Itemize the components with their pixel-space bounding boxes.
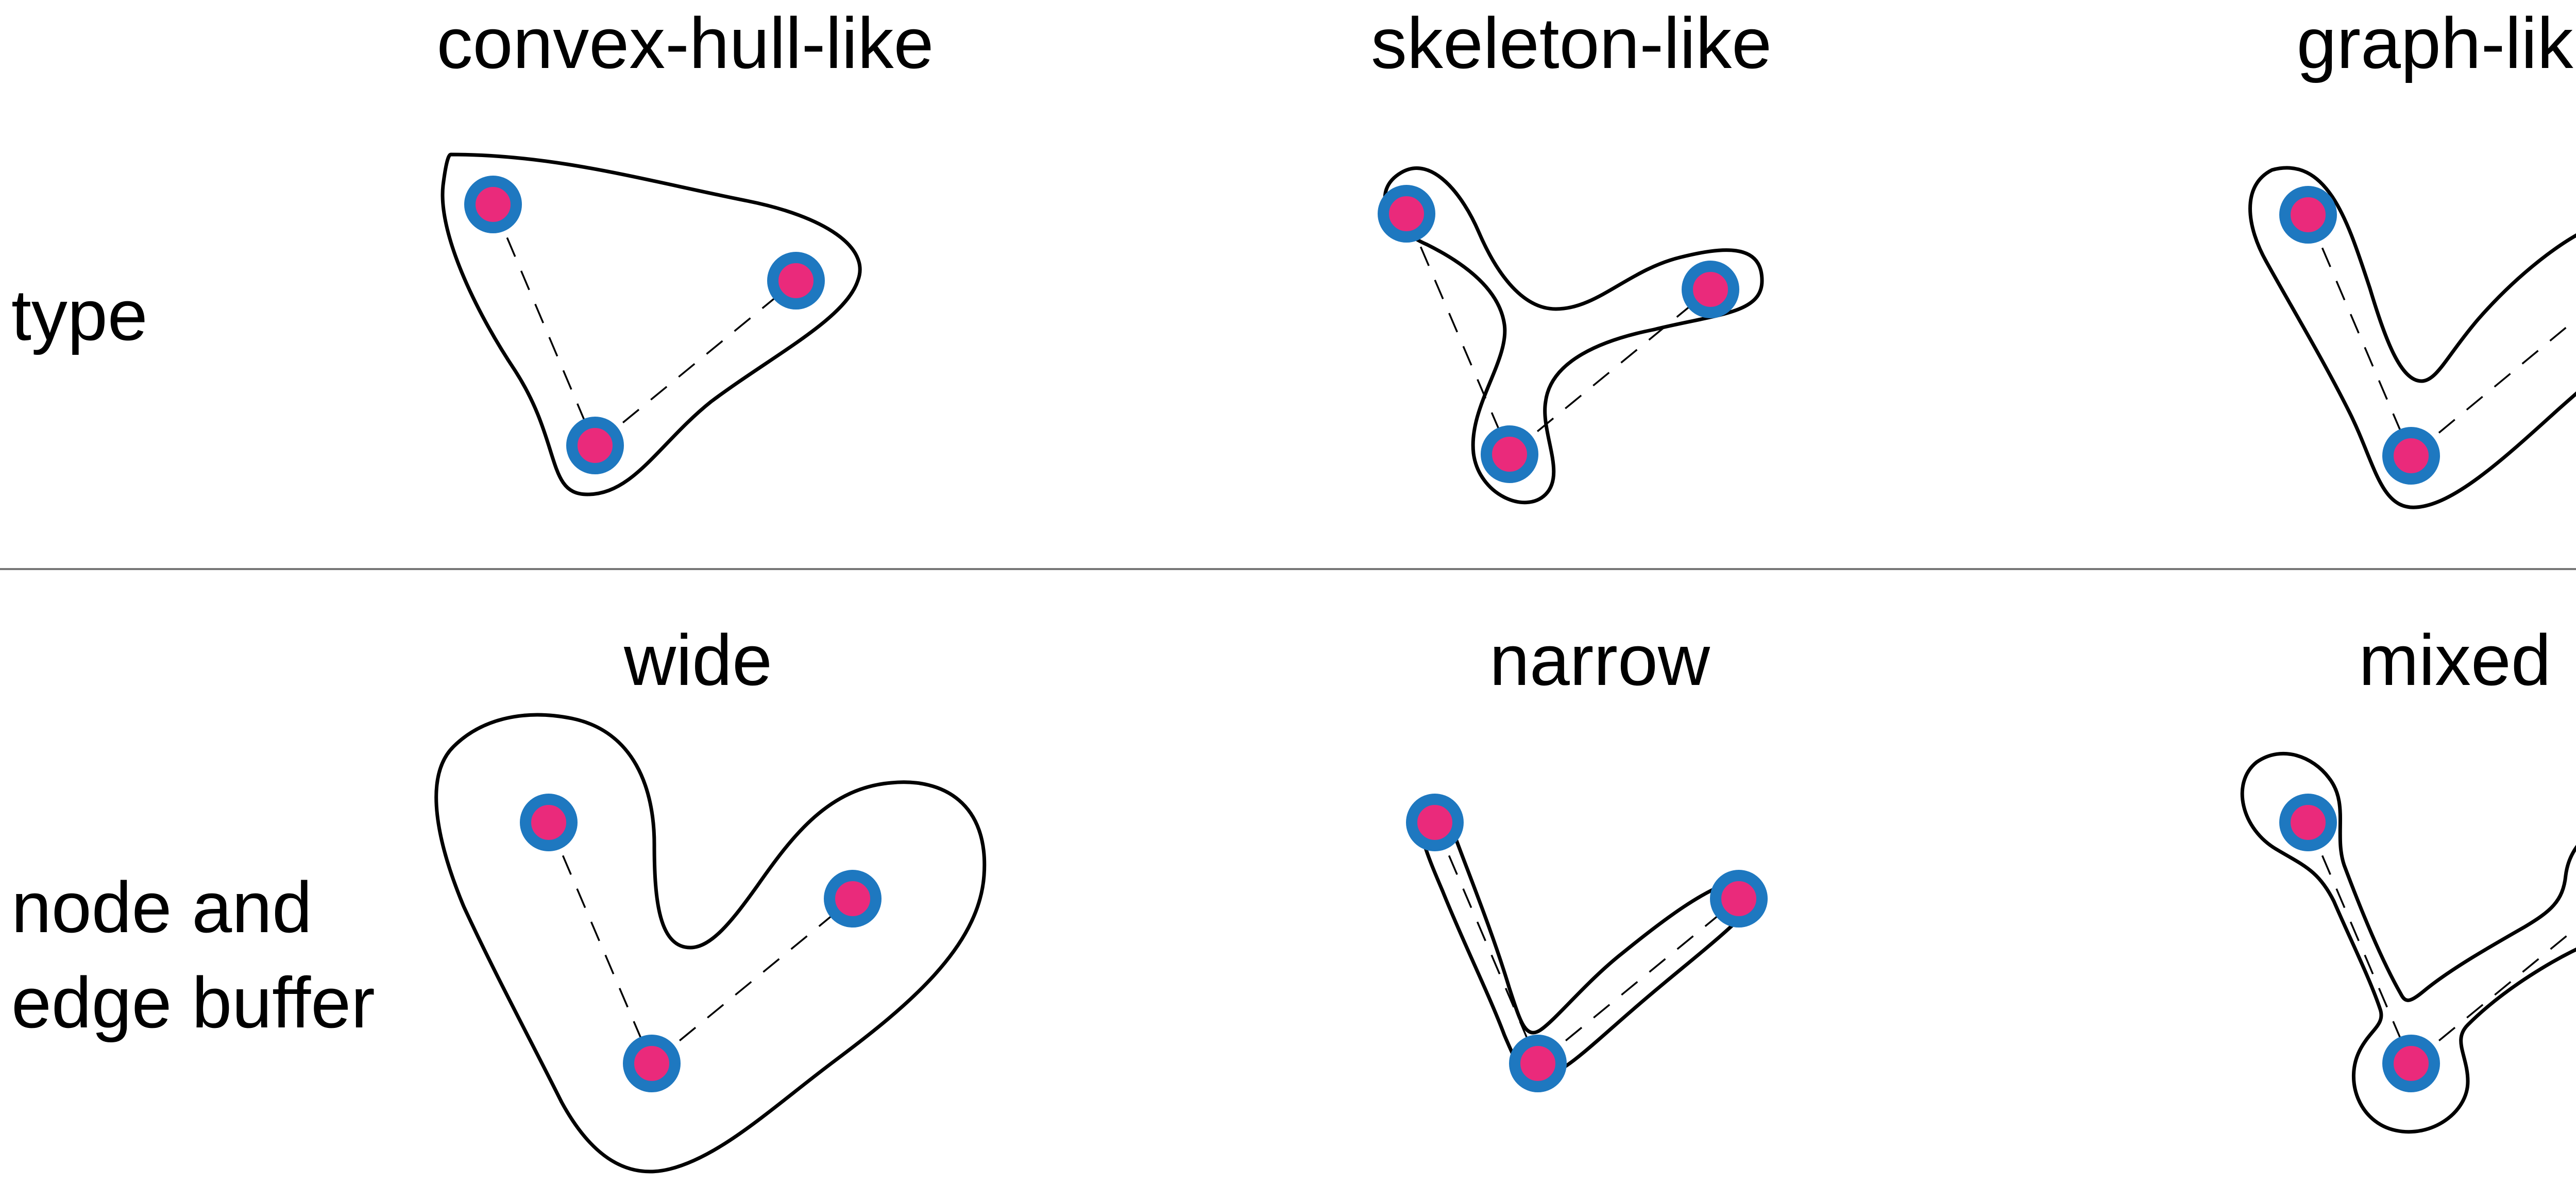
title-convex-hull-like: convex-hull-like: [437, 3, 934, 83]
edge-line: [651, 898, 854, 1064]
mixed-buffer-outline: [2240, 751, 2576, 1134]
edge-line: [1537, 898, 1740, 1064]
node-marker: [1710, 870, 1768, 928]
panel-graph-like: [2248, 166, 2576, 509]
edge-line: [1405, 213, 1511, 455]
narrow-buffer-outline: [1418, 800, 1756, 1079]
edge-line: [2307, 822, 2412, 1064]
node-marker: [464, 176, 522, 233]
edge-line: [594, 280, 797, 446]
edge-line: [2410, 318, 2576, 457]
row-label-type: type: [11, 274, 148, 355]
panel-narrow: [1406, 794, 1768, 1092]
panel-mixed: [2240, 751, 2576, 1134]
node-marker: [1481, 425, 1538, 483]
node-marker: [1378, 185, 1435, 243]
panel-wide: [434, 713, 987, 1174]
edge-line: [1509, 288, 1711, 455]
wide-buffer-outline: [434, 713, 987, 1174]
row-label-buffer-line2: edge buffer: [11, 962, 375, 1043]
edge-line: [1434, 822, 1539, 1064]
node-marker: [1682, 261, 1739, 318]
node-marker: [1509, 1035, 1567, 1092]
node-marker: [2382, 1035, 2440, 1092]
title-mixed: mixed: [2359, 620, 2551, 700]
node-marker: [566, 417, 624, 474]
panel-convex-hull-like: [440, 152, 862, 496]
node-marker: [2382, 427, 2440, 485]
skeleton-outline: [1383, 166, 1764, 505]
title-wide: wide: [623, 620, 772, 700]
edge-line: [492, 204, 596, 446]
node-marker: [2279, 186, 2337, 244]
graph-outline: [2248, 166, 2576, 509]
title-narrow: narrow: [1489, 620, 1710, 700]
title-skeleton-like: skeleton-like: [1371, 3, 1772, 83]
node-marker: [2279, 794, 2337, 851]
edge-line: [2307, 214, 2412, 456]
node-marker: [824, 870, 882, 928]
title-graph-like: graph-like: [2297, 3, 2576, 83]
node-marker: [1406, 794, 1464, 851]
node-marker: [520, 794, 578, 851]
panel-skeleton-like: [1378, 166, 1764, 505]
node-marker: [767, 252, 825, 310]
node-marker: [623, 1035, 681, 1092]
row-label-buffer-line1: node and: [11, 867, 312, 948]
edge-line: [2410, 927, 2576, 1064]
hull-outline: [440, 152, 862, 496]
edge-line: [548, 822, 653, 1064]
